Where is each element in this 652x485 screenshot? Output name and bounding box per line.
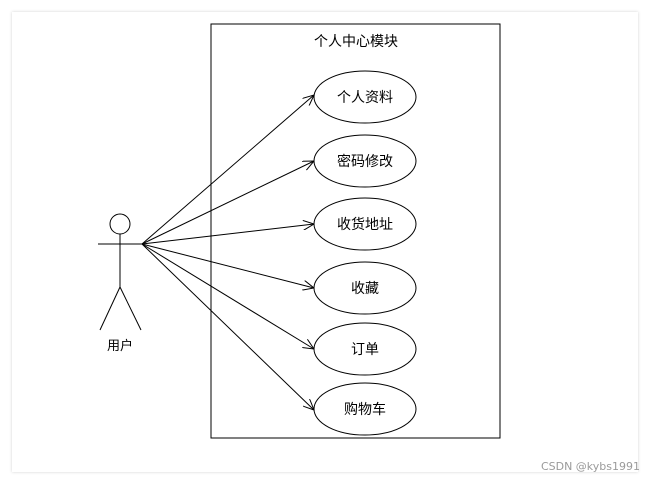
- association-line: [141, 95, 314, 245]
- use-case-label: 收藏: [351, 281, 379, 297]
- system-title: 个人中心模块: [314, 34, 398, 50]
- use-case-label: 收货地址: [337, 216, 393, 233]
- use-case-password-change: 密码修改: [313, 134, 417, 188]
- use-case-orders: 订单: [313, 322, 417, 376]
- use-case-shipping-address: 收货地址: [313, 197, 417, 251]
- actor-head: [109, 213, 131, 235]
- use-case-favorites: 收藏: [313, 261, 417, 315]
- use-case-label: 购物车: [344, 401, 386, 418]
- watermark: CSDN @kybs1991: [540, 460, 640, 473]
- actor-left-leg: [99, 286, 121, 331]
- association-line: [141, 224, 314, 245]
- actor-right-leg: [119, 286, 142, 331]
- actor-label: 用户: [107, 338, 133, 354]
- association-line: [141, 243, 314, 288]
- use-case-shopping-cart: 购物车: [313, 382, 417, 436]
- use-case-label: 订单: [351, 342, 379, 358]
- associations: [141, 95, 314, 410]
- system-boundary: [210, 23, 501, 439]
- association-line: [141, 243, 314, 349]
- use-case-label: 个人资料: [337, 90, 393, 106]
- association-line: [141, 243, 314, 410]
- use-case-label: 密码修改: [337, 153, 393, 170]
- association-line: [141, 161, 314, 245]
- use-case-personal-info: 个人资料: [313, 70, 417, 124]
- use-cases: 个人资料 密码修改 收货地址 收藏 订单 购物车: [313, 70, 417, 436]
- actor-figure: [98, 213, 142, 331]
